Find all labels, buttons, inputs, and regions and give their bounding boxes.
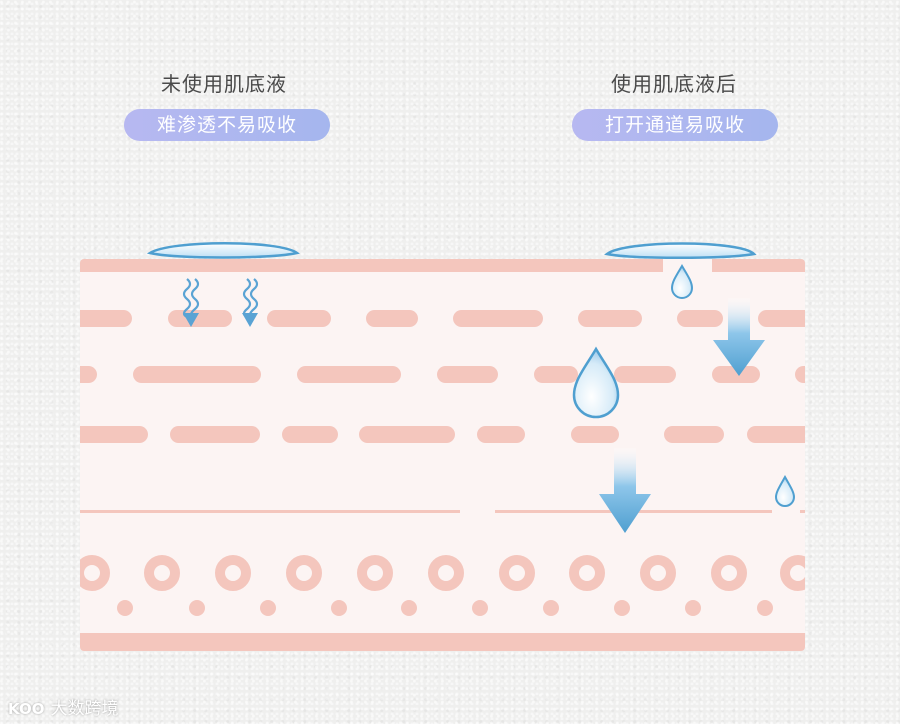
- left-weak-arrowhead-1: [183, 313, 199, 327]
- membrane-line-end: [800, 510, 805, 513]
- droplet-small-top: [670, 264, 694, 299]
- cell-row-3: [80, 426, 805, 443]
- dot-cell-row: [117, 600, 773, 616]
- absorption-arrow-upper: [713, 298, 765, 376]
- left-weak-arrowhead-2: [242, 313, 258, 327]
- left-status-badge: 难渗透不易吸收: [124, 109, 330, 141]
- cell-row-2: [80, 366, 805, 383]
- absorption-arrow-lower: [599, 448, 651, 533]
- watermark-text: 大数跨境: [50, 699, 119, 719]
- right-status-badge: 打开通道易吸收: [572, 109, 778, 141]
- left-weak-arrow-2: [242, 278, 259, 318]
- left-weak-arrow-1: [182, 278, 200, 318]
- base-layer: [80, 633, 805, 651]
- left-serum-puddle: [146, 242, 300, 259]
- droplet-small-bottom: [774, 474, 796, 507]
- surface-layer-right: [712, 259, 805, 272]
- cell-row-1: [80, 310, 805, 327]
- left-column-title: 未使用肌底液: [161, 72, 287, 96]
- watermark-logo-icon: KOO: [8, 700, 45, 718]
- right-column-title: 使用肌底液后: [611, 72, 737, 96]
- watermark: KOO 大数跨境: [8, 694, 118, 719]
- membrane-line-left: [80, 510, 460, 513]
- skin-block: [80, 259, 805, 651]
- right-serum-puddle: [604, 242, 757, 259]
- surface-layer-left: [80, 259, 663, 272]
- droplet-large: [572, 346, 620, 419]
- ring-cell-row: [80, 555, 805, 591]
